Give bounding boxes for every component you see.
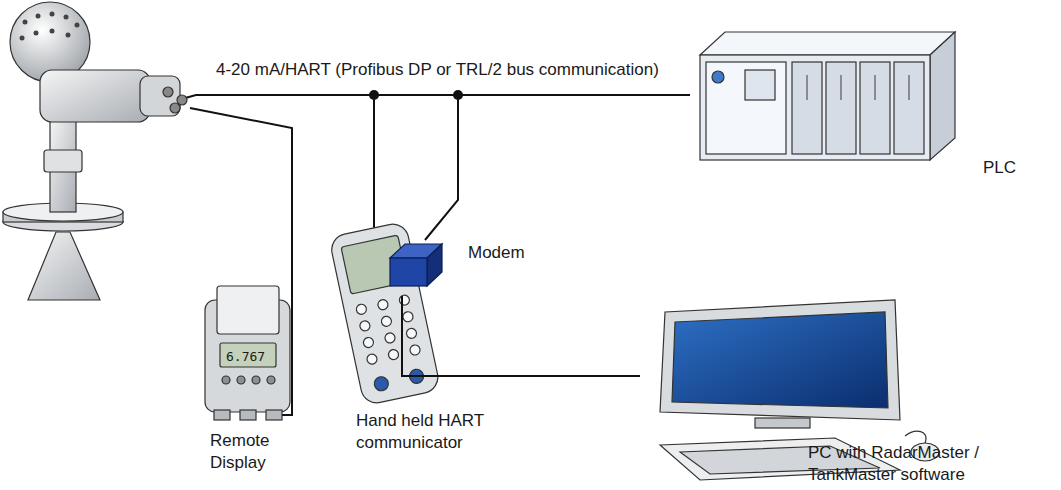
- bus-wires: [178, 95, 690, 415]
- display-device: Remote Display: [190, 280, 310, 485]
- cable-connector: [402, 296, 640, 376]
- junction-dot: [453, 90, 463, 100]
- device-label: PC with RadarMaster / TankMaster softwar…: [808, 442, 1023, 486]
- device-label: Modem: [468, 242, 528, 264]
- device-label: PLC: [983, 157, 1043, 179]
- plc-unit: [700, 32, 955, 160]
- device-label: Hand held HART communicator: [356, 410, 498, 454]
- remote-display: [205, 286, 290, 420]
- modem-device: Modem: [385, 236, 530, 296]
- plc-device: PLC: [690, 25, 1050, 190]
- junction-dot: [369, 90, 379, 100]
- bus-label: 4-20 mA/HART (Profibus DP or TRL/2 bus c…: [216, 60, 659, 80]
- radar-transmitter: [3, 2, 187, 300]
- device-label: Remote Display: [210, 430, 305, 474]
- modem-box: [390, 244, 442, 286]
- pc-device: PC with RadarMaster / TankMaster softwar…: [640, 300, 1058, 488]
- display-reading: 6.767: [226, 347, 265, 367]
